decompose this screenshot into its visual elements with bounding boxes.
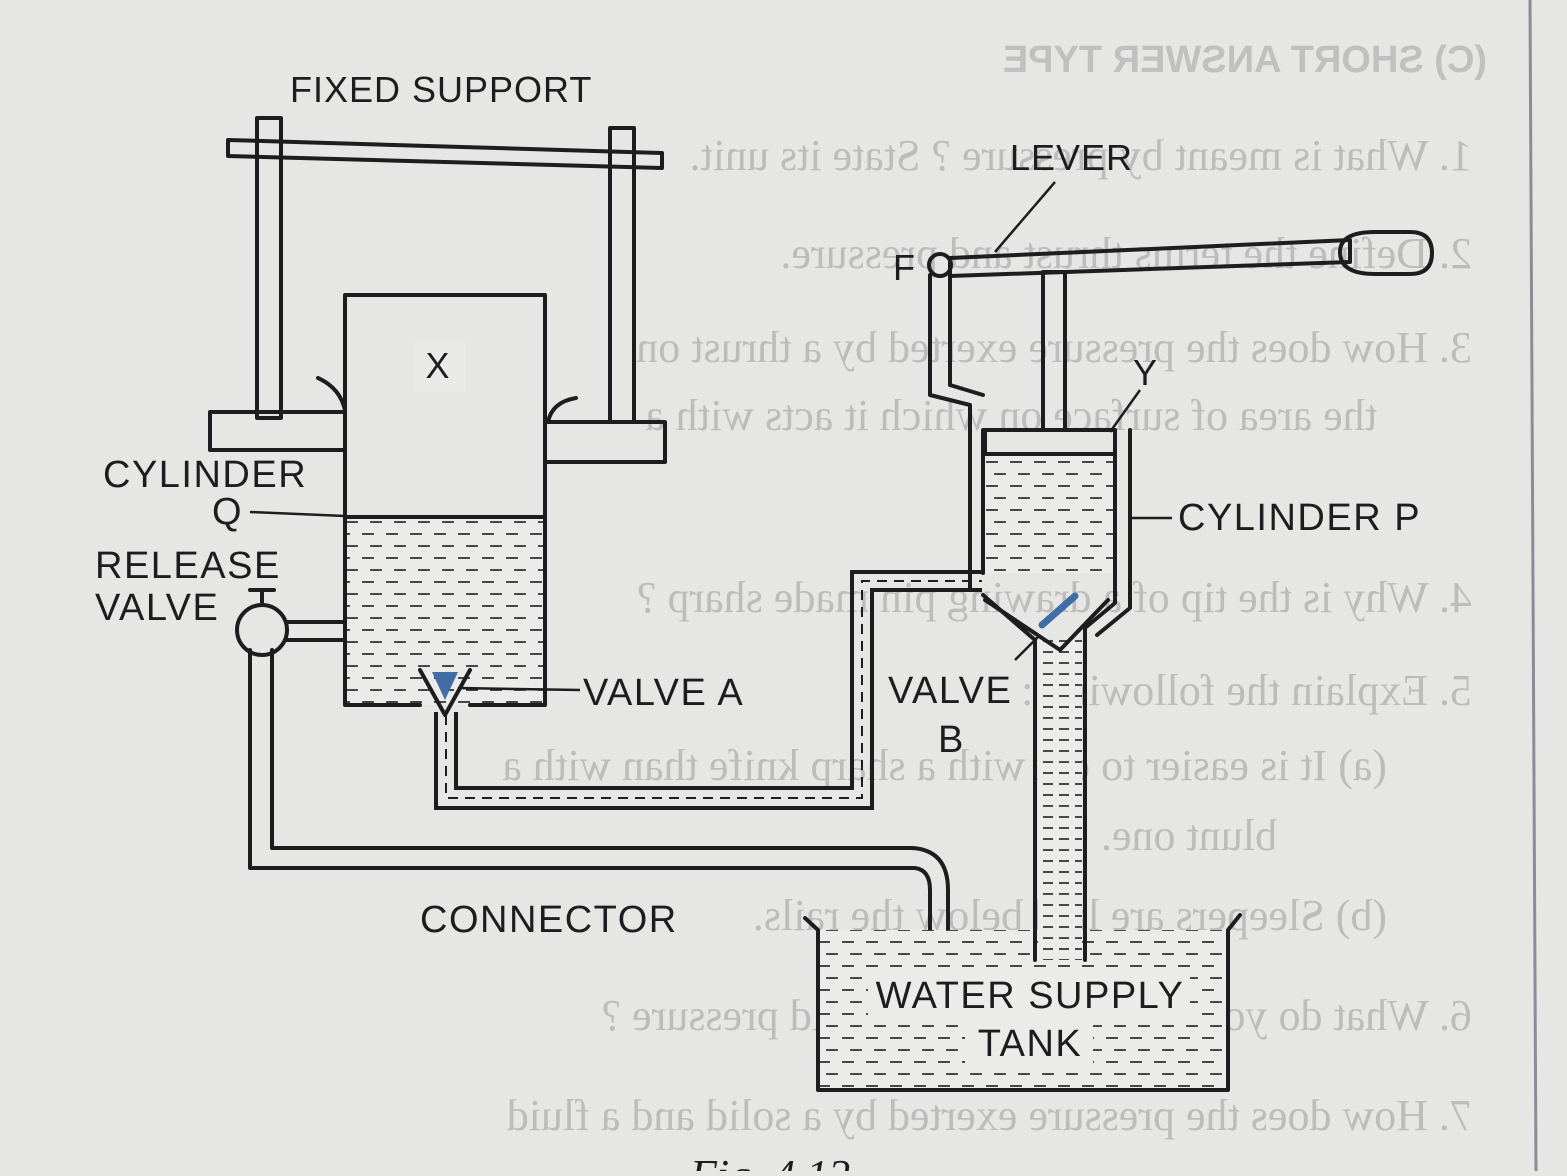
bleed-q7: 7. How does the pressure exerted by a so… <box>507 1091 1472 1140</box>
release-valve <box>235 588 347 657</box>
label-fulcrum: F <box>893 247 916 288</box>
bleed-q3-line2: the area of surface on which it acts wit… <box>645 391 1377 440</box>
leader-cylinder-q <box>249 510 346 518</box>
label-connector: CONNECTOR <box>420 899 678 941</box>
water-supply-tank: WATER SUPPLY TANK <box>803 913 1242 1092</box>
connector-pipe <box>248 648 950 962</box>
label-valve-a: VALVE A <box>583 672 744 714</box>
label-cylinder-q-line1: CYLINDER <box>103 454 307 496</box>
fulcrum-pivot <box>927 252 953 278</box>
label-fixed-support: FIXED SUPPORT <box>290 69 592 110</box>
seal-right <box>546 396 578 424</box>
label-valve-b-line1: VALVE <box>888 670 1012 712</box>
leader-piston-y <box>1108 389 1142 433</box>
bleed-q5: 5. Explain the following : <box>1021 666 1472 715</box>
lever-handle <box>1338 230 1434 276</box>
bleed-q5a-line2: blunt one. <box>1101 811 1277 860</box>
bleed-heading: (C) SHORT ANSWER TYPE <box>1003 39 1487 81</box>
delivery-pipe <box>434 570 982 810</box>
lever <box>927 230 1434 592</box>
label-tank-line1: WATER SUPPLY <box>876 975 1185 1017</box>
figure-caption: Fig. 4.12 <box>689 1151 850 1171</box>
label-release-valve-line2: VALVE <box>95 587 219 629</box>
label-piston-y: Y <box>1133 352 1158 393</box>
suction-pipe-water <box>1038 640 1082 960</box>
leader-valve-a <box>457 686 581 692</box>
label-lever: LEVER <box>1010 137 1133 178</box>
valve-b <box>983 592 1110 661</box>
bleed-q5a-line1: (a) It is easier to cut with a sharp kni… <box>502 741 1387 790</box>
seal-left <box>316 376 347 412</box>
label-cylinder-p: CYLINDER P <box>1178 497 1421 539</box>
label-release-valve-line1: RELEASE <box>95 545 281 587</box>
label-valve-b-line2: B <box>938 719 965 761</box>
ram-x: X <box>343 293 547 519</box>
label-ram-x: X <box>425 345 450 386</box>
leader-lever <box>994 181 1056 253</box>
bleed-q3-line1: 3. How does the pressure exerted by a th… <box>636 323 1472 372</box>
bleed-q1: 1. What is meant by pressure ? State its… <box>690 131 1472 180</box>
page-edge <box>1528 0 1538 1172</box>
label-tank-line2: TANK <box>978 1023 1083 1065</box>
label-cylinder-q-line2: Q <box>212 491 243 533</box>
fixed-support <box>208 116 667 464</box>
